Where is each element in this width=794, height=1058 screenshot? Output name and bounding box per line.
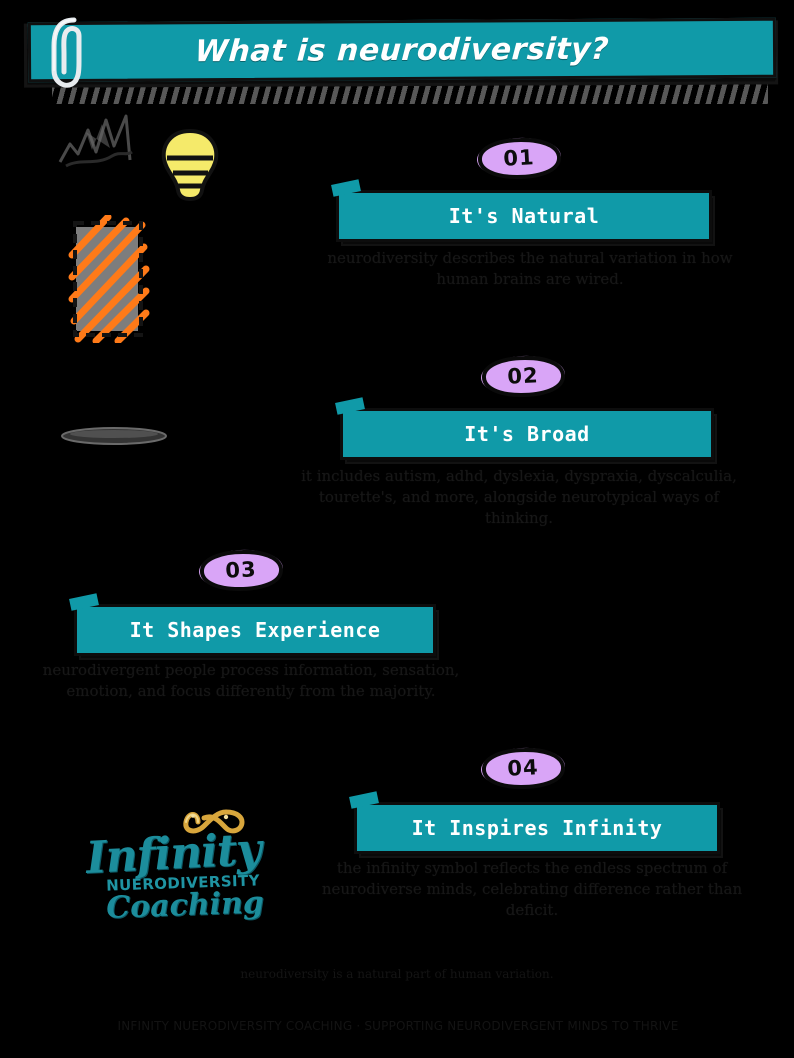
section-02-number: 02: [506, 363, 540, 389]
badge-ring-icon: [478, 137, 561, 180]
section-01-titlebar: It's Natural: [331, 179, 715, 246]
section-02-badge: 02: [477, 353, 569, 399]
section-02-title: It's Broad: [464, 422, 590, 446]
badge-ring-icon: [482, 355, 565, 398]
section-04-title: It Inspires Infinity: [411, 816, 663, 840]
section-03-titlebar: It Shapes Experience: [69, 593, 439, 660]
section-04-badge: 04: [477, 745, 569, 791]
sketch-chart-icon: [58, 114, 133, 168]
section-03-body: neurodivergent people process informatio…: [42, 661, 460, 700]
infinity-icon: [183, 809, 245, 834]
badge-ring-icon: [200, 549, 283, 592]
section-01-title: It's Natural: [448, 204, 600, 228]
section-03-badge: 03: [195, 547, 287, 593]
section-03-number: 03: [224, 557, 258, 583]
brand-logo: Infinity NUERODIVERSITY Coaching: [78, 800, 278, 930]
badge-ring-icon: [482, 747, 565, 790]
footer-note: neurodiversity is a natural part of huma…: [240, 967, 554, 981]
orange-hatch-box: [68, 215, 150, 343]
section-01-body: neurodiversity describes the natural var…: [327, 249, 733, 288]
section-02-titlebar: It's Broad: [335, 397, 717, 464]
section-04-body: the infinity symbol reflects the endless…: [321, 859, 743, 919]
section-04-titlebar: It Inspires Infinity: [349, 791, 723, 858]
titlebar-main: It Shapes Experience: [74, 604, 436, 656]
section-01-number: 01: [502, 145, 536, 171]
page-title: What is neurodiversity?: [193, 31, 611, 69]
section-01-badge: 01: [473, 135, 565, 181]
logo-coaching: Coaching: [105, 885, 265, 926]
titlebar-main: It's Broad: [340, 408, 714, 460]
paperclip-icon: [51, 17, 82, 88]
titlebar-main: It's Natural: [336, 190, 712, 242]
section-04-number: 04: [506, 755, 540, 781]
header: What is neurodiversity?: [18, 16, 779, 104]
section-02-body: it includes autism, adhd, dyslexia, dysp…: [301, 467, 737, 527]
gray-lens-shape: [61, 427, 167, 445]
footer-bar: INFINITY NUERODIVERSITY COACHING · SUPPO…: [117, 1019, 679, 1033]
lightbulb-icon: [161, 129, 219, 201]
header-banner: What is neurodiversity?: [27, 17, 777, 83]
section-03-title: It Shapes Experience: [129, 618, 381, 642]
titlebar-main: It Inspires Infinity: [354, 802, 720, 854]
